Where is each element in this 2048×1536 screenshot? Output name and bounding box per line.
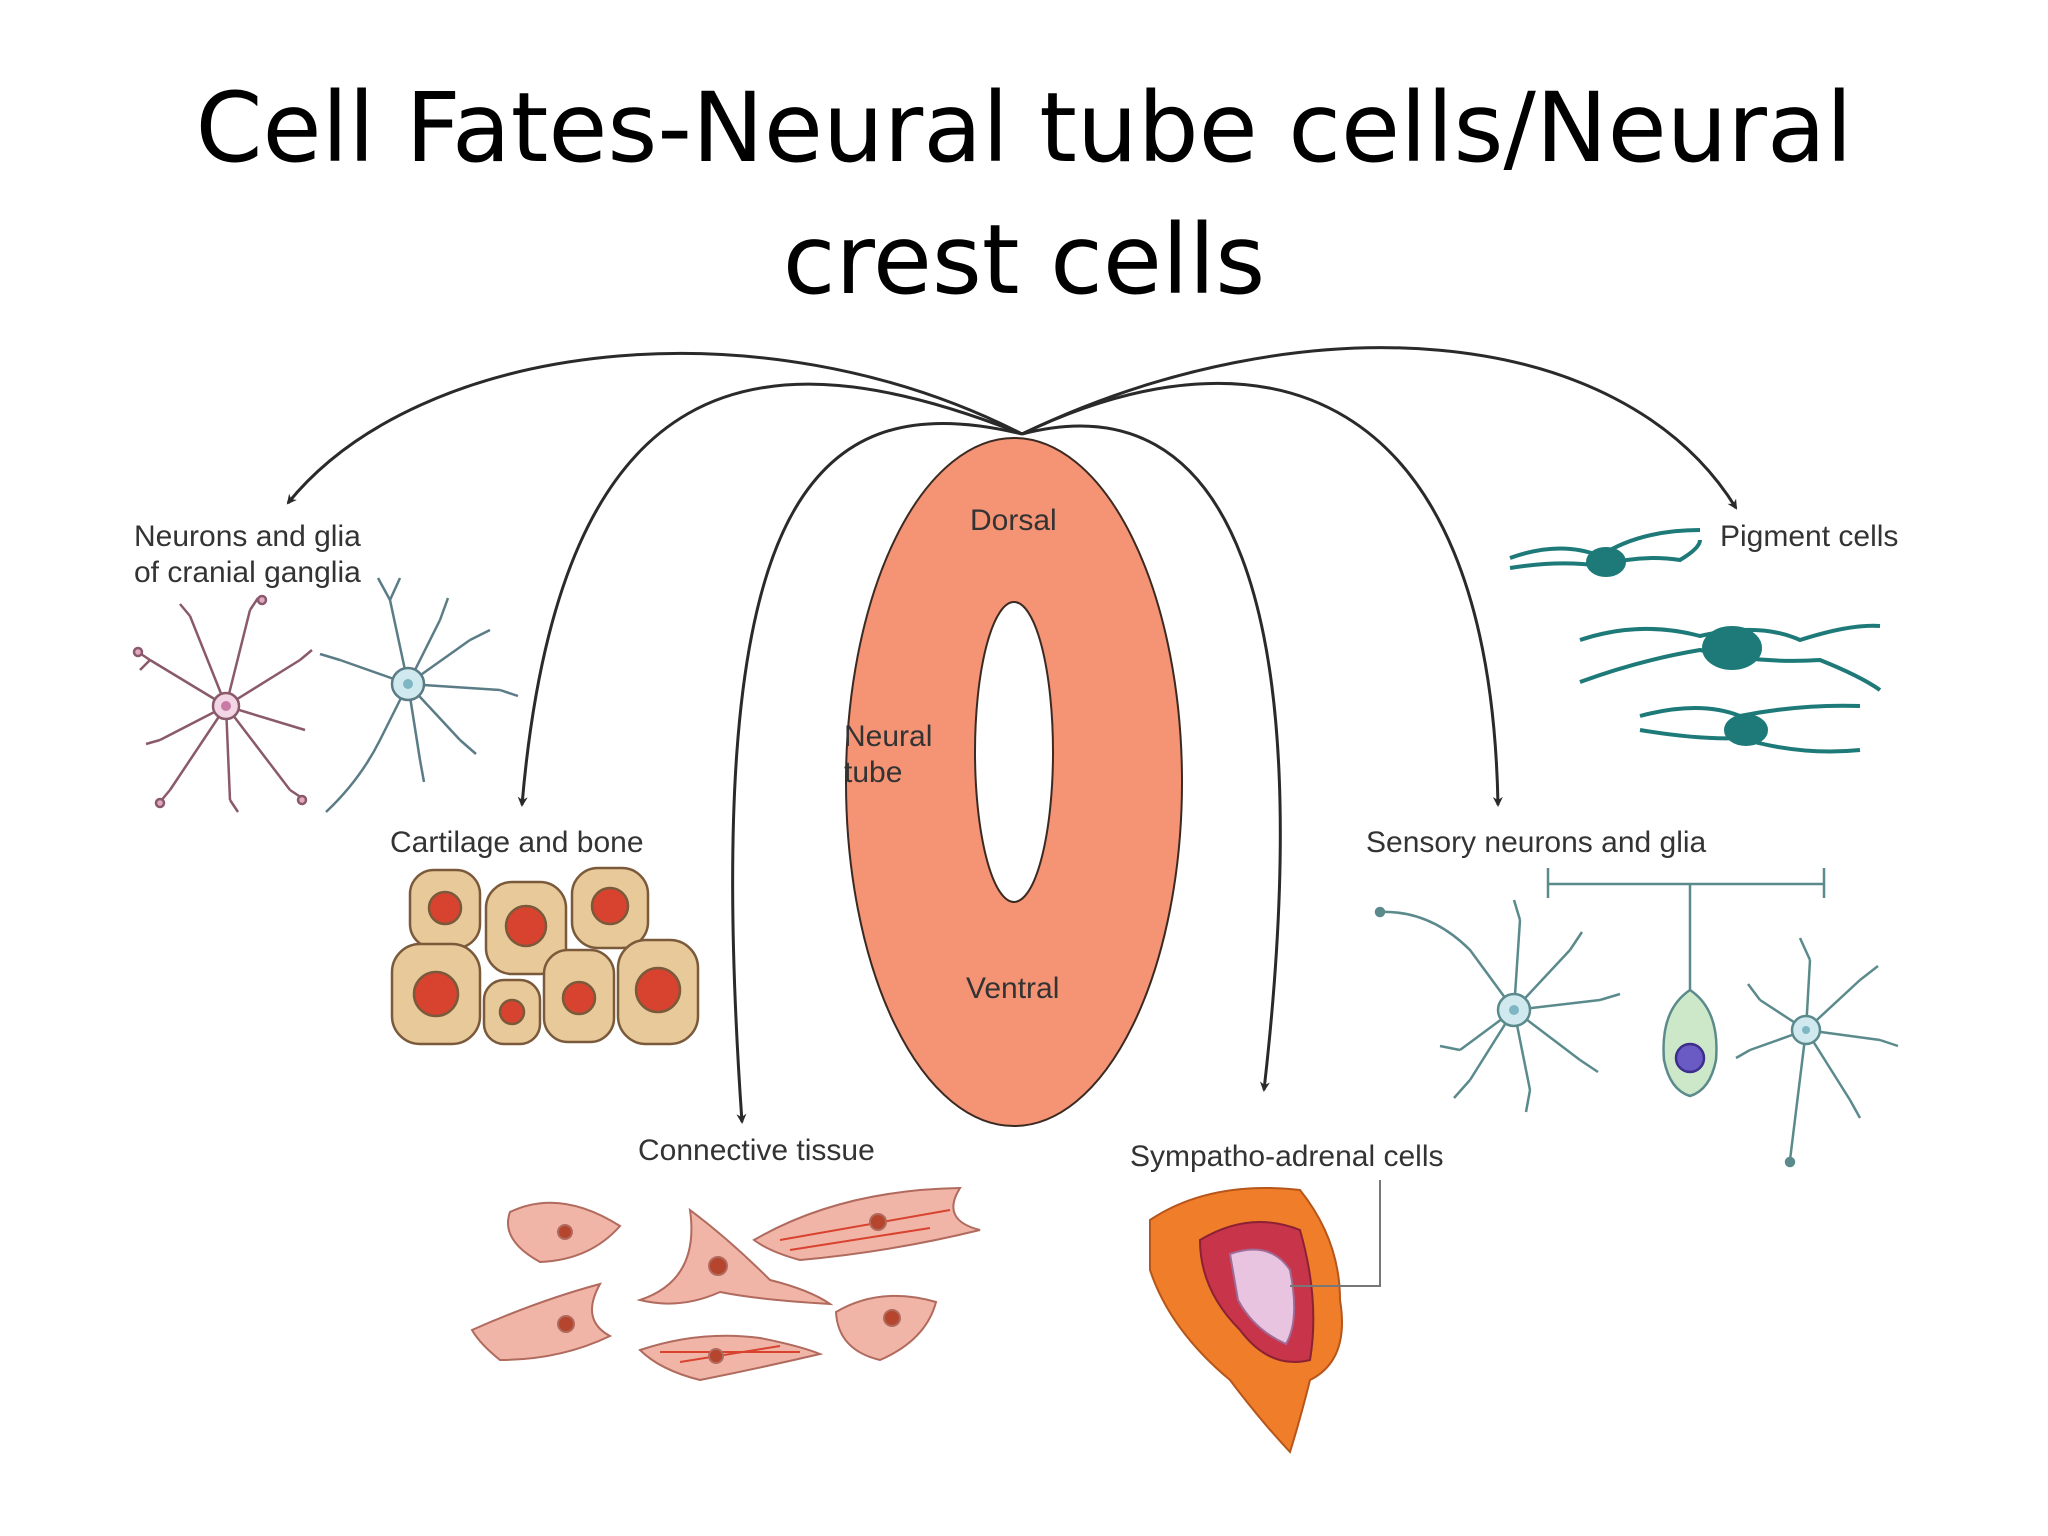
slide-title: Cell Fates-Neural tube cells/Neural cres…: [124, 62, 1924, 326]
arrow-to-cranial: [286, 351, 1023, 505]
cartilage-bone-illustration: [390, 866, 700, 1046]
label-tube: tube: [844, 756, 902, 789]
label-ventral: Ventral: [966, 972, 1059, 1005]
cranial-neuron-illustration: [319, 577, 519, 813]
cranial-glia-illustration: [132, 594, 313, 813]
label-dorsal: Dorsal: [970, 504, 1057, 537]
label-connective: Connective tissue: [638, 1134, 875, 1167]
arrow-to-connective: [731, 421, 1023, 1124]
neural-tube: Dorsal Neural tube Ventral: [844, 437, 1183, 1127]
label-cranial-line2: of cranial ganglia: [134, 556, 361, 589]
neural-tube-lumen: [974, 601, 1054, 903]
connective-tissue-illustration: [470, 1186, 981, 1382]
label-sympatho: Sympatho-adrenal cells: [1130, 1140, 1444, 1173]
pigment-cells-illustration: [1509, 528, 1882, 754]
label-cartilage: Cartilage and bone: [390, 826, 644, 859]
label-sensory: Sensory neurons and glia: [1366, 826, 1707, 859]
sensory-neurons-illustration: [1374, 868, 1899, 1168]
label-cranial-line1: Neurons and glia: [134, 520, 361, 553]
label-neural: Neural: [844, 720, 932, 753]
arrow-to-cartilage: [517, 382, 1023, 807]
arrow-to-pigment: [1021, 346, 1738, 510]
migration-arrows: [286, 346, 1738, 1124]
sympatho-adrenal-illustration: [1149, 1180, 1381, 1454]
title-line-2: crest cells: [782, 204, 1266, 316]
title-line-1: Cell Fates-Neural tube cells/Neural: [195, 72, 1853, 184]
label-pigment: Pigment cells: [1720, 520, 1898, 553]
arrow-to-sensory: [1021, 381, 1503, 807]
arrow-to-sympatho: [1021, 424, 1282, 1092]
